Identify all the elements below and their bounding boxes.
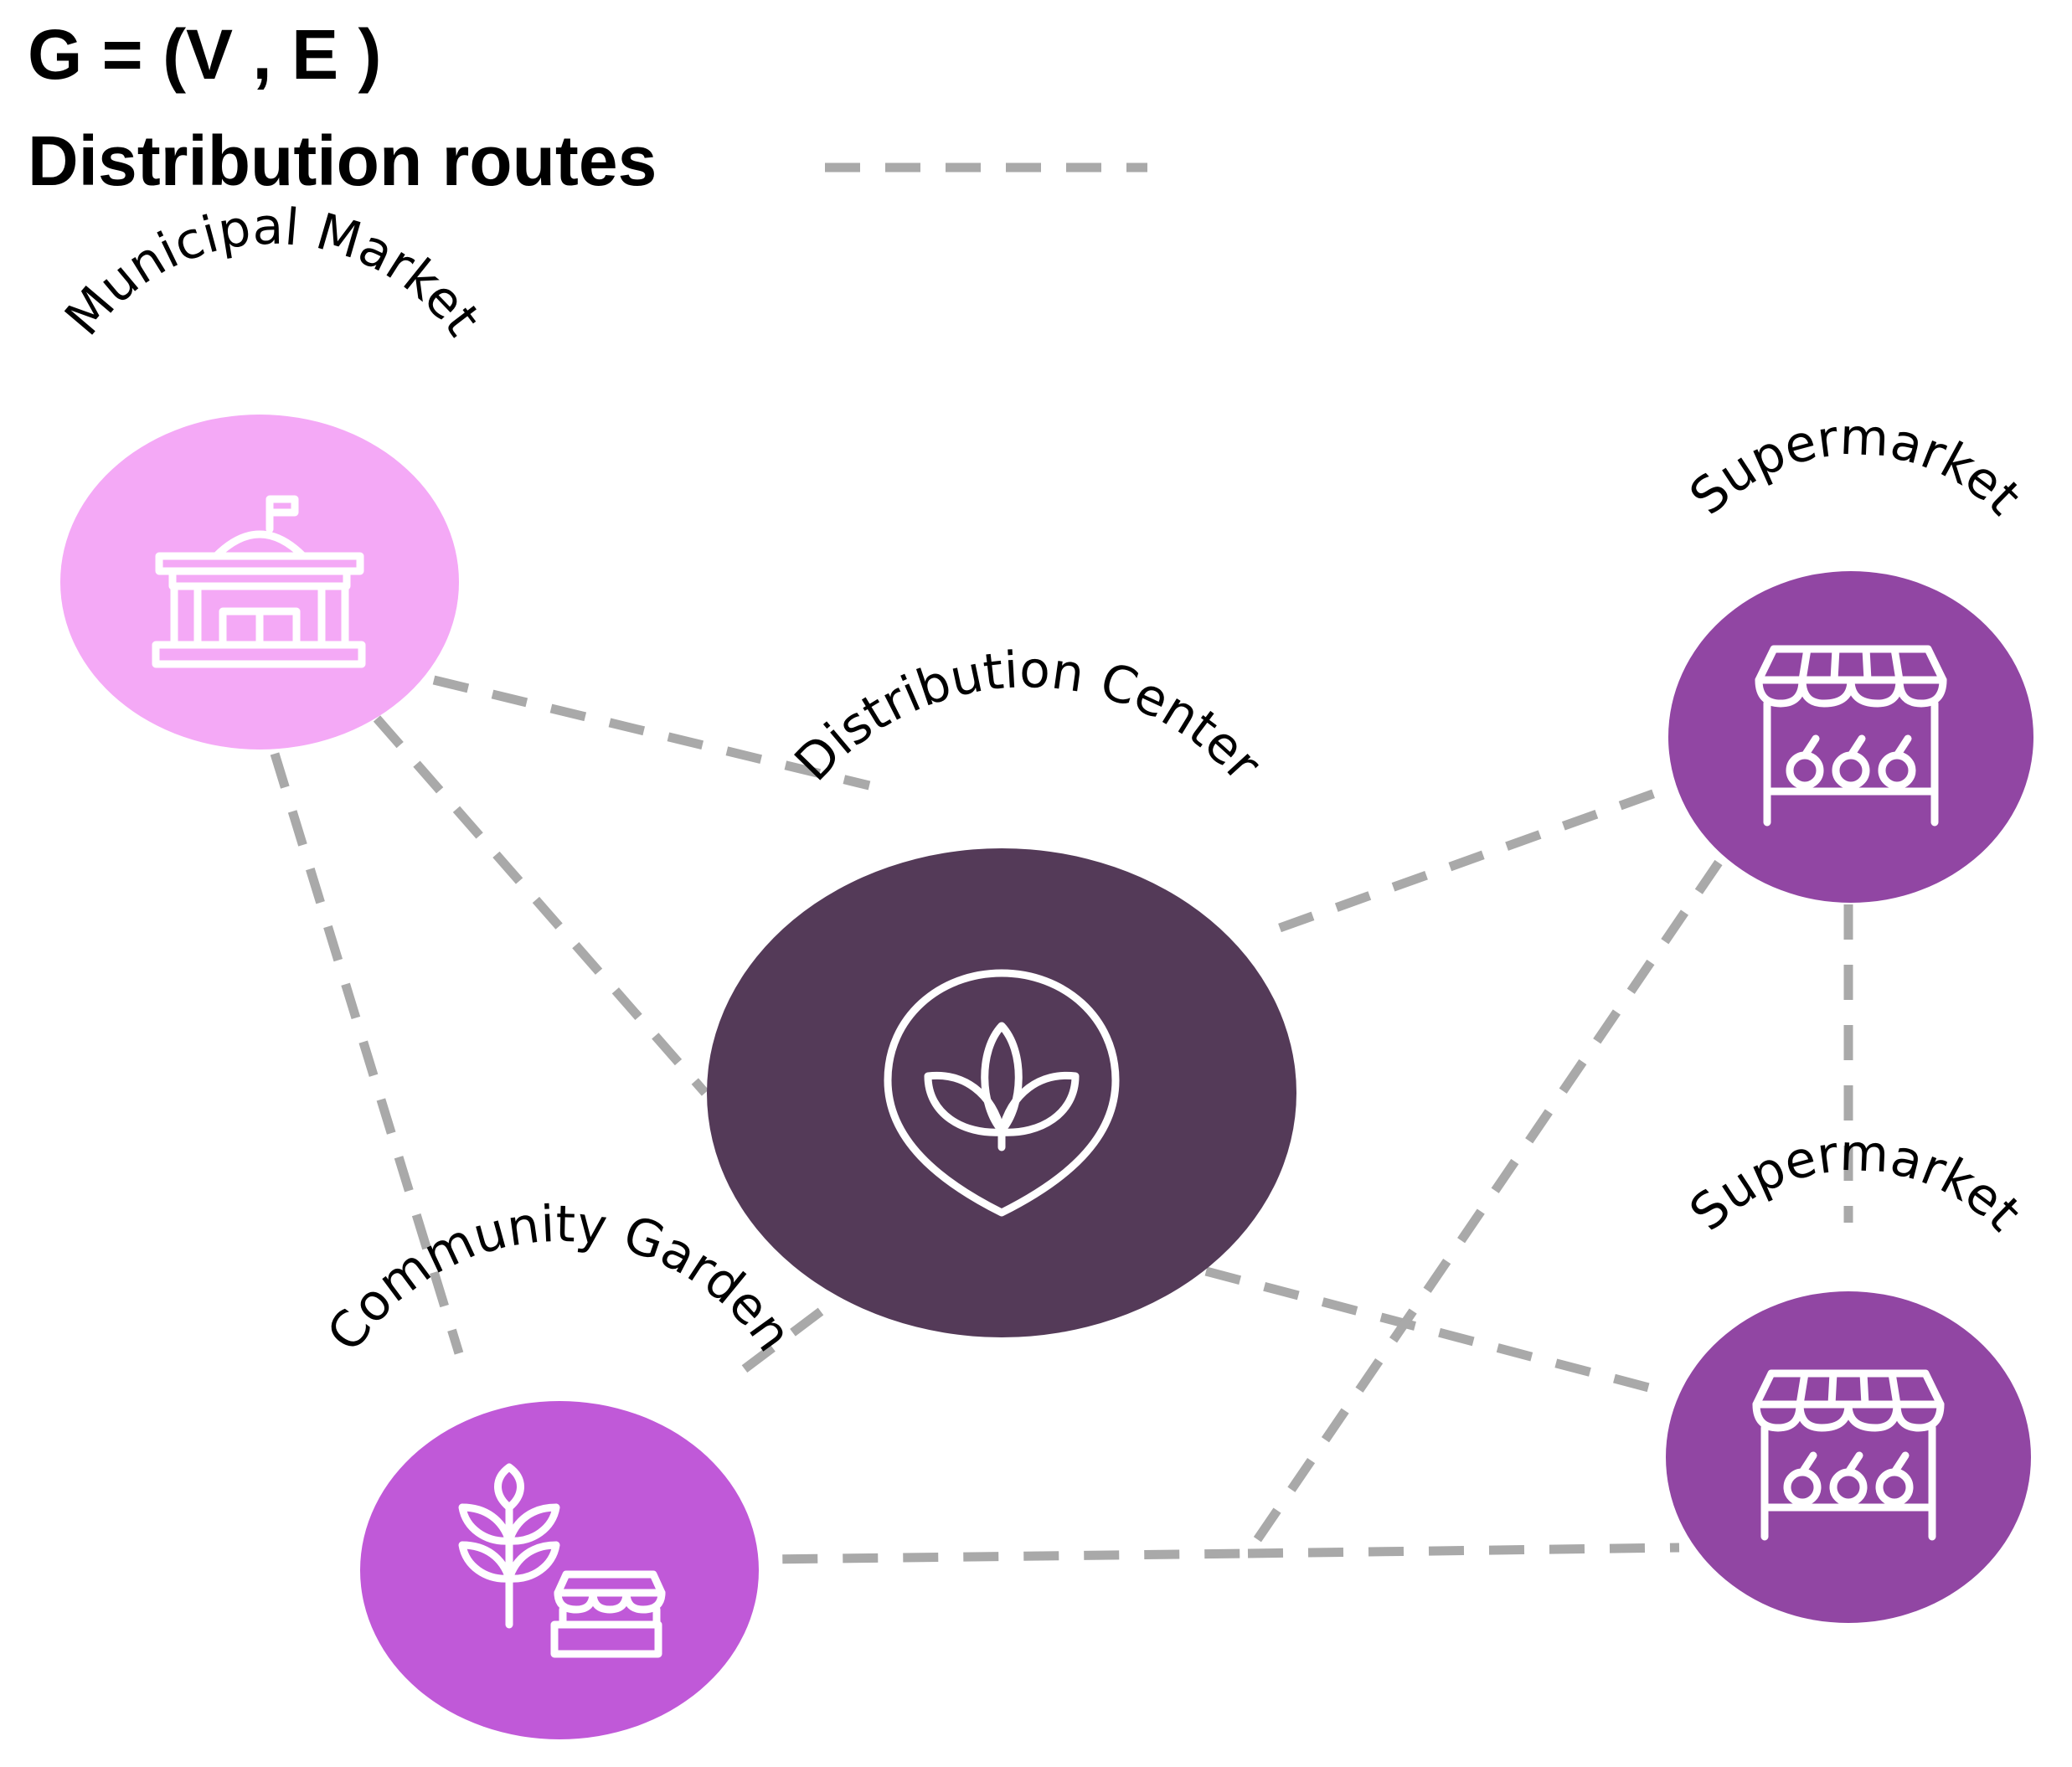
municipal-market-node[interactable]: Municipal Market [54, 198, 492, 750]
supermarket-top-circle [1668, 571, 2033, 903]
supermarket-top-label: Supermarket [1679, 408, 2033, 527]
route-line [1278, 786, 1662, 933]
supermarket-bottom-label: Supermarket [1679, 1124, 2033, 1243]
route-line [270, 752, 464, 1355]
community-garden-node[interactable]: Community Garden [316, 1195, 803, 1739]
supermarket-bottom-circle [1666, 1291, 2031, 1623]
community-garden-label: Community Garden [316, 1195, 803, 1363]
legend-label: Distribution routes [28, 121, 657, 200]
supermarket-top-node[interactable]: Supermarket [1668, 408, 2033, 903]
distribution-center-label: Distribution Center [784, 641, 1272, 793]
municipal-market-circle [60, 415, 459, 750]
leaf-pin-icon [884, 969, 1120, 1217]
route-line [373, 715, 709, 1096]
municipal-market-label: Municipal Market [54, 198, 492, 347]
route-line [763, 859, 1723, 1564]
graph-formula: G = (V , E ) [28, 15, 381, 94]
route-lines [270, 675, 1853, 1564]
distribution-center-circle [707, 848, 1296, 1337]
wheat-stall-icon [458, 1463, 666, 1658]
route-line [1204, 1266, 1667, 1397]
supermarket-bottom-node[interactable]: Supermarket [1666, 1124, 2032, 1623]
route-line [722, 1307, 824, 1388]
market-stall-icon [1755, 645, 1947, 827]
municipal-building-icon [152, 495, 366, 668]
route-line [432, 675, 871, 791]
distribution-center-node[interactable]: Distribution Center [707, 641, 1296, 1337]
community-garden-circle [360, 1401, 759, 1739]
market-stall-icon [1752, 1369, 1945, 1541]
route-line [1247, 1543, 1680, 1558]
